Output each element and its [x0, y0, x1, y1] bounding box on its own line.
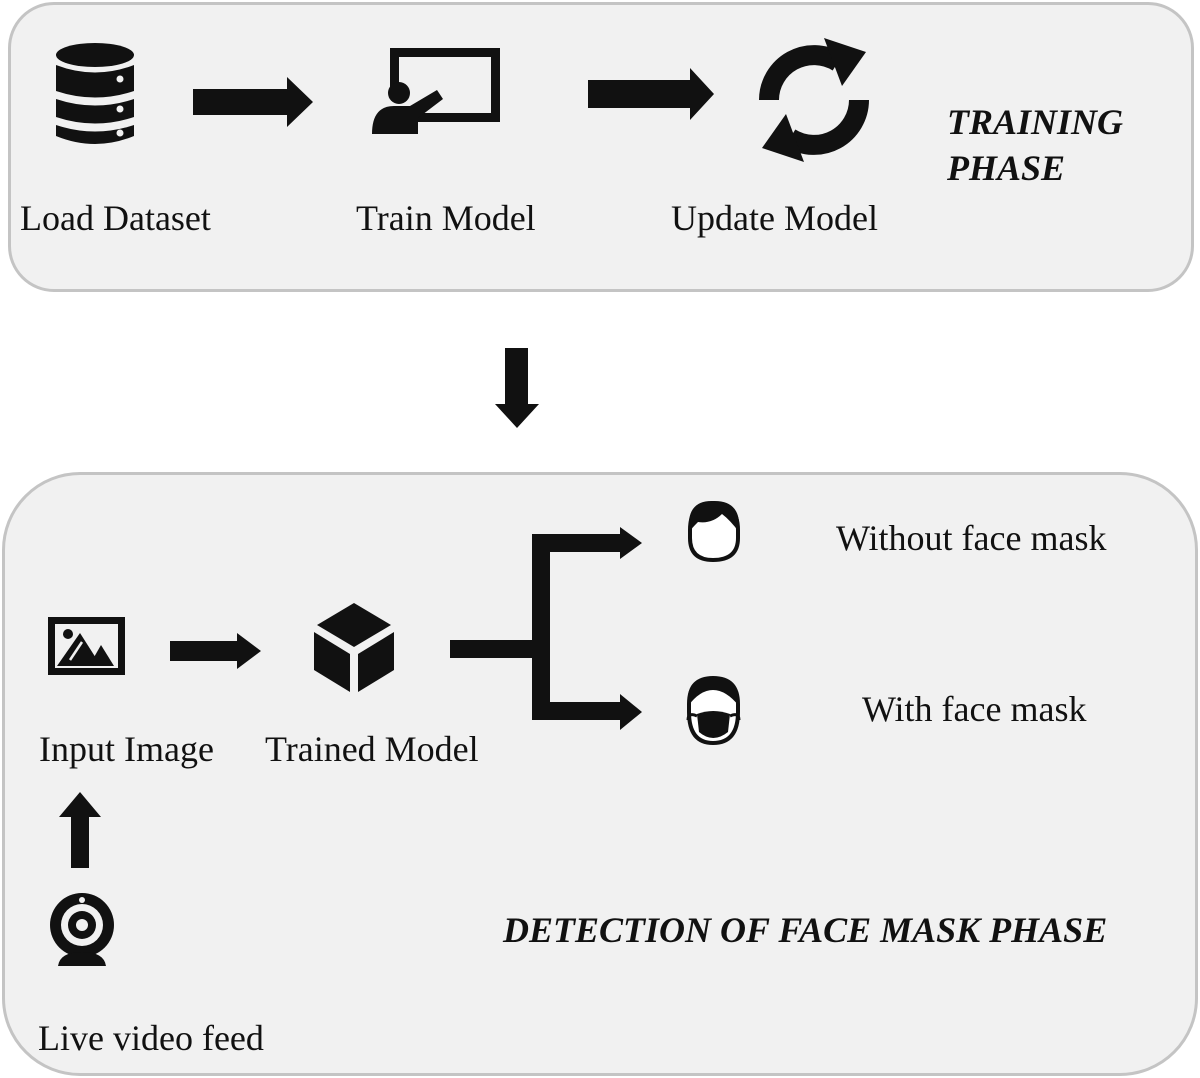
- input-image-label: Input Image: [39, 729, 214, 769]
- load-dataset-label: Load Dataset: [20, 198, 211, 238]
- training-phase-title-line1: TRAINING: [947, 102, 1124, 142]
- update-model-label: Update Model: [671, 198, 878, 238]
- arrow-train-to-update: [588, 68, 714, 120]
- trained-model-label: Trained Model: [265, 729, 479, 769]
- training-phase-panel: [8, 2, 1194, 292]
- training-phase-title: TRAINING PHASE: [947, 100, 1123, 191]
- training-phase-title-line2: PHASE: [947, 147, 1066, 188]
- arrow-feed-to-input: [59, 792, 101, 868]
- arrow-training-to-detection: [495, 348, 539, 428]
- refresh-arrowhead-bottom: [762, 114, 804, 162]
- refresh-arrowhead-top: [824, 38, 866, 86]
- detection-phase-panel: [2, 472, 1198, 1076]
- webcam-icon: [50, 893, 114, 966]
- with-face-mask-label: With face mask: [862, 689, 1087, 729]
- image-icon: [48, 617, 125, 675]
- refresh-icon: [759, 45, 869, 155]
- face-without-mask-icon: [688, 500, 740, 563]
- arrow-dataset-to-train: [193, 77, 313, 127]
- train-model-label: Train Model: [356, 198, 536, 238]
- face-with-mask-icon: [686, 675, 741, 746]
- cube-icon: [314, 603, 394, 692]
- arrow-input-to-model: [170, 633, 261, 669]
- database-icon: [56, 43, 134, 144]
- presentation-icon: [372, 48, 500, 134]
- branch-connector: [450, 527, 642, 730]
- detection-phase-title: DETECTION OF FACE MASK PHASE: [503, 910, 1108, 950]
- without-face-mask-label: Without face mask: [836, 518, 1107, 558]
- live-video-feed-label: Live video feed: [38, 1018, 264, 1058]
